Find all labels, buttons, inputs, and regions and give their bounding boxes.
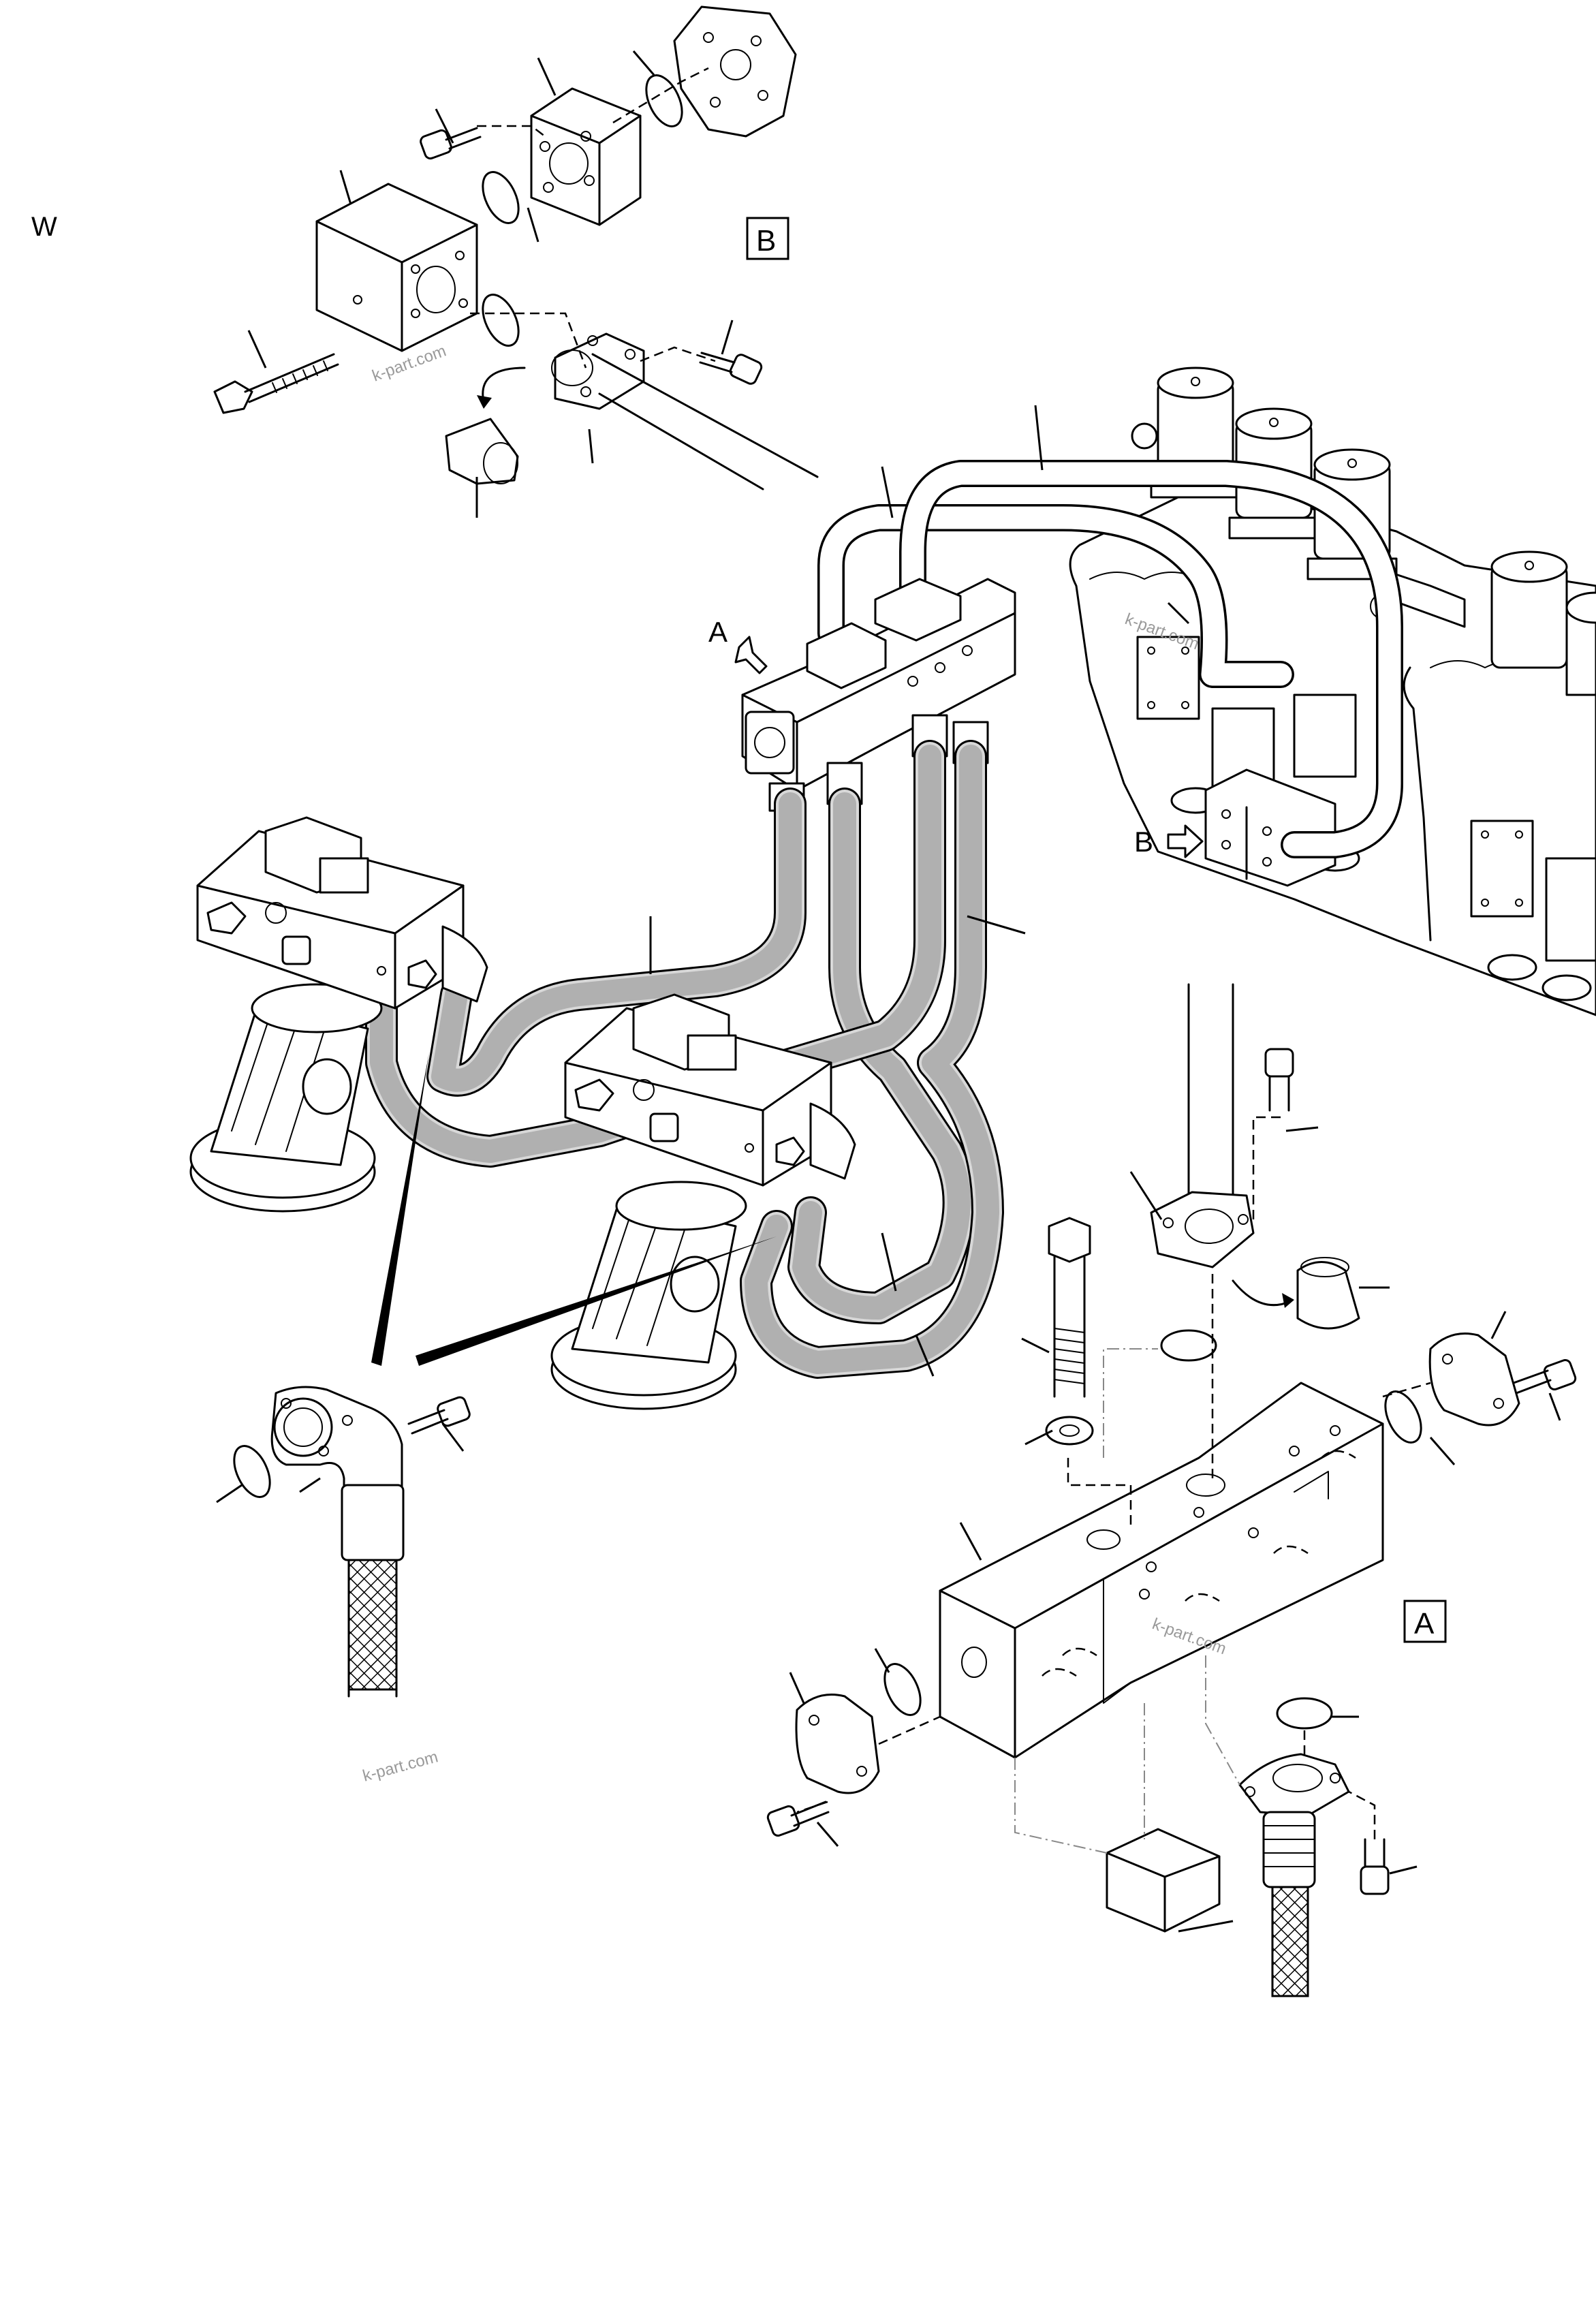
o-ring [645, 74, 683, 127]
o-ring [1160, 1329, 1217, 1362]
watermark: k-part.com [361, 1747, 440, 1785]
cap-screw [407, 1396, 471, 1435]
detail-a-box [1403, 1600, 1447, 1643]
o-ring [883, 1663, 922, 1716]
elbow-hose-fitting [270, 1386, 405, 1698]
zoom-pointer [371, 1053, 429, 1366]
o-ring [1384, 1390, 1422, 1444]
detail-a-group: A [766, 983, 1577, 1997]
cap-screw [699, 352, 763, 385]
cap-screw [420, 127, 482, 160]
zoom-pointer [416, 1236, 777, 1366]
detail-b-label: B [756, 224, 776, 258]
hydraulic-actuator-left [189, 816, 488, 1213]
octagon-flange-plate [673, 5, 797, 138]
o-ring [1276, 1697, 1333, 1730]
distribution-block [741, 578, 1016, 812]
solenoid-coil [1565, 591, 1596, 696]
long-bolt [213, 353, 339, 414]
page-letter: W [31, 212, 57, 242]
valve-block-a [939, 1382, 1384, 1759]
braided-hose [347, 1559, 398, 1691]
detail-b-box [746, 217, 789, 260]
braided-hose [1271, 1886, 1309, 1997]
pipe-assembly [817, 460, 1403, 858]
view-arrow-b: B [1134, 824, 1204, 858]
o-ring [482, 171, 520, 224]
solenoid-coil [1490, 550, 1568, 669]
square-flange-block [530, 87, 642, 226]
view-arrow-a-label: A [708, 616, 727, 648]
detail-a-label: A [1414, 1607, 1435, 1640]
o-ring [482, 294, 520, 347]
pipe-flange [551, 332, 819, 490]
protective-cap [445, 418, 519, 485]
valve-block-b [315, 183, 478, 352]
view-arrow-a: A [708, 616, 768, 674]
detail-b-group: B [213, 5, 819, 518]
o-ring [233, 1445, 271, 1498]
solenoid-coil [1150, 367, 1241, 499]
view-arrow-b-label: B [1134, 826, 1153, 858]
